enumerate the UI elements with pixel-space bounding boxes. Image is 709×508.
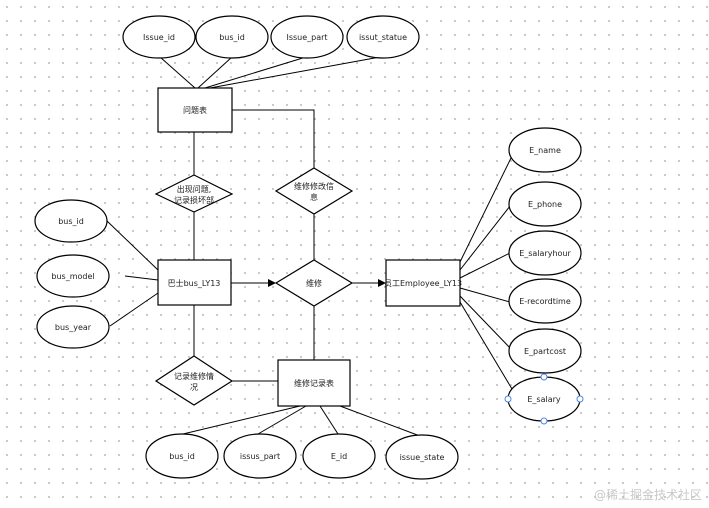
connector <box>197 56 233 89</box>
entity-issue-table[interactable]: 问题表 <box>157 87 233 133</box>
relationship-issue-record[interactable]: 出现问题, 记录损坏部 <box>154 174 234 213</box>
relationship-label-line1: 出现问题, <box>177 184 212 194</box>
connector <box>182 405 301 435</box>
attribute-label: E_salary <box>527 395 561 404</box>
relationship-label-line1: 维修修改信 <box>294 181 334 191</box>
relationship-label-line2: 记录损坏部 <box>174 195 214 205</box>
attribute-e-phone[interactable]: E_phone <box>508 181 582 227</box>
attribute-e-salary[interactable]: E_salary <box>504 373 584 425</box>
attribute-label: E_name <box>529 146 561 155</box>
connector <box>109 292 159 327</box>
attribute-label: E_partcost <box>524 347 566 356</box>
connector <box>159 56 196 89</box>
attribute-bus-year[interactable]: bus_year <box>36 305 110 349</box>
attribute-label: issut_statue <box>359 33 407 42</box>
entity-repair-record[interactable]: 维修记录表 <box>277 359 351 407</box>
entity-label: 巴士bus_LY13 <box>168 278 221 288</box>
selection-handles[interactable] <box>504 373 584 425</box>
attribute-label: E_phone <box>528 200 562 209</box>
connector <box>459 301 516 395</box>
connectors <box>106 56 516 437</box>
attribute-label: bus_model <box>51 272 94 281</box>
attribute-e-salaryhour[interactable]: E_salaryhour <box>508 230 582 276</box>
attribute-issue-statue[interactable]: issut_statue <box>346 15 420 59</box>
relationship-label-line2: 况 <box>190 383 198 392</box>
connector <box>204 56 307 89</box>
relationship-record-repair[interactable]: 记录维修情 况 <box>154 355 234 406</box>
attribute-label: bus_id <box>58 217 84 226</box>
connector <box>106 220 159 271</box>
attribute-record-bus-id[interactable]: bus_id <box>145 433 219 479</box>
attribute-label: E_salaryhour <box>519 249 571 258</box>
connector <box>124 275 159 281</box>
attribute-label: E-recordtime <box>519 297 571 306</box>
connector <box>232 109 315 168</box>
connector <box>209 56 381 89</box>
relationship-label-line1: 记录维修情 <box>174 371 214 381</box>
entity-label: 问题表 <box>183 105 207 115</box>
resize-handle <box>540 373 548 381</box>
connector <box>459 155 513 263</box>
entity-employee[interactable]: 员工Employee_LY13 <box>384 259 462 307</box>
attribute-issue-id[interactable]: Issue_id <box>122 15 196 59</box>
connector <box>459 295 513 351</box>
relationship-label-line2: 息 <box>310 192 318 202</box>
entity-label: 员工Employee_LY13 <box>384 279 462 288</box>
attribute-e-partcost[interactable]: E_partcost <box>508 328 582 374</box>
attribute-record-e-id[interactable]: E_id <box>302 433 376 479</box>
resize-handle <box>504 395 512 403</box>
attribute-label: issus_part <box>240 452 280 461</box>
attribute-issue-part[interactable]: Issue_part <box>270 15 344 59</box>
attribute-record-issus-part[interactable]: issus_part <box>223 433 297 479</box>
attribute-e-recordtime[interactable]: E-recordtime <box>508 278 582 324</box>
attribute-record-issue-state[interactable]: issue_state <box>385 434 459 480</box>
entity-bus[interactable]: 巴士bus_LY13 <box>157 259 232 306</box>
attribute-label: bus_id <box>169 452 195 461</box>
attribute-bus-model[interactable]: bus_model <box>36 254 110 298</box>
relationship-label: 维修 <box>306 278 322 288</box>
entity-label: 维修记录表 <box>294 378 334 388</box>
attribute-label: bus_id <box>219 33 245 42</box>
attribute-label: Issue_part <box>286 33 327 42</box>
connector <box>257 405 307 435</box>
attribute-e-name[interactable]: E_name <box>508 127 582 173</box>
connector <box>339 405 421 437</box>
attribute-label: Issue_id <box>143 33 175 42</box>
attribute-label: issue_state <box>400 453 445 462</box>
attribute-issue-bus-id[interactable]: bus_id <box>195 15 269 59</box>
resize-handle <box>540 417 548 425</box>
attribute-label: bus_year <box>55 323 92 332</box>
relationship-repair-modify[interactable]: 维修修改信 息 <box>274 167 354 215</box>
connector <box>459 205 511 271</box>
attribute-bus-id[interactable]: bus_id <box>34 199 108 243</box>
connector <box>319 405 339 435</box>
resize-handle <box>576 395 584 403</box>
connector <box>459 287 511 303</box>
connector <box>459 252 511 279</box>
attribute-label: E_id <box>331 452 347 461</box>
relationship-repair[interactable]: 维修 <box>274 259 354 307</box>
watermark: @稀土掘金技术社区 <box>594 487 702 502</box>
